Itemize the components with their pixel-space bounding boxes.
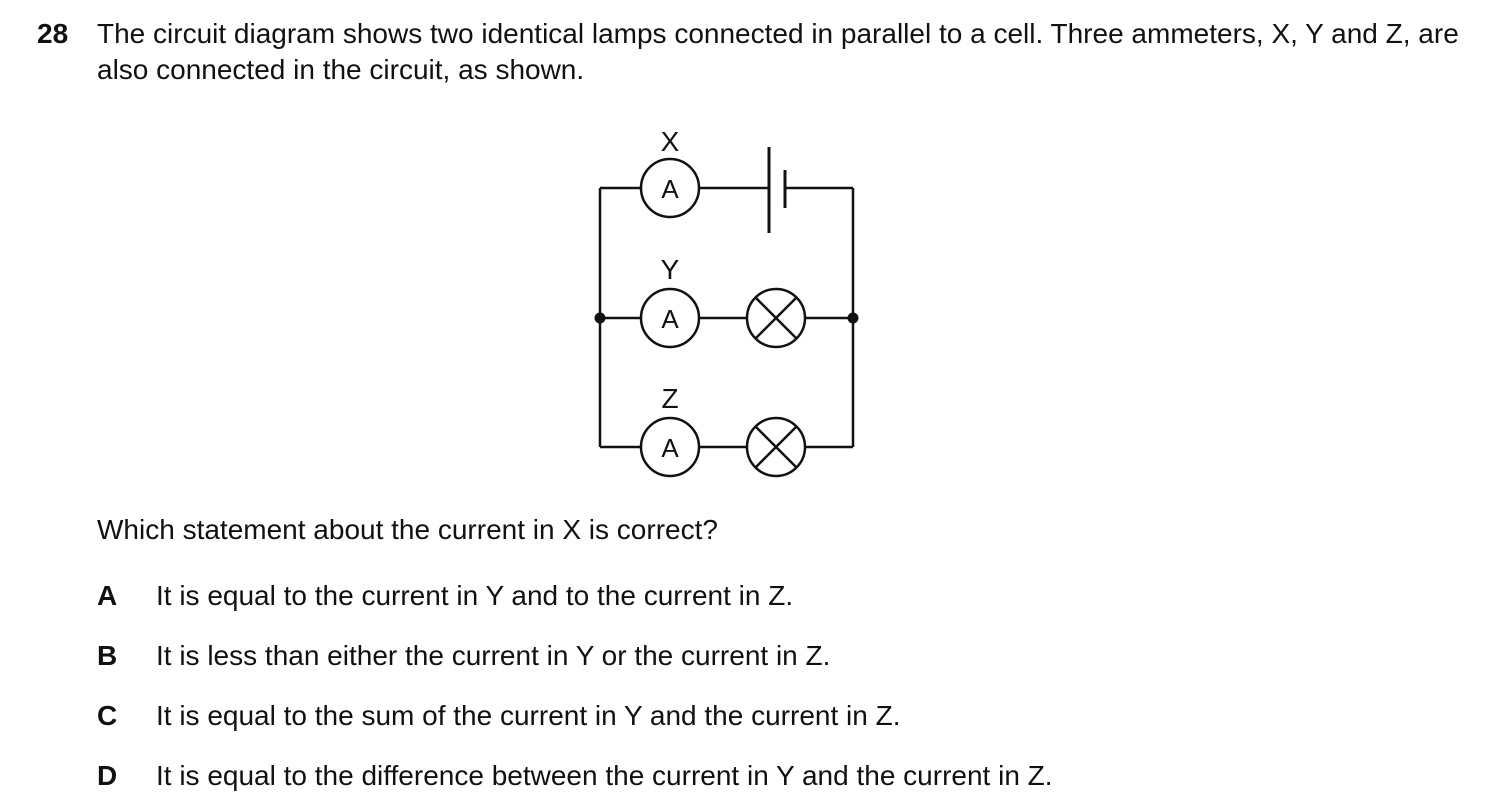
ammeter-y-symbol: A: [661, 304, 679, 334]
option-letter: B: [97, 640, 118, 671]
ammeter-z-label: Z: [661, 383, 678, 414]
lamp-middle: [745, 287, 807, 349]
ammeter-x-label: X: [661, 126, 680, 157]
ammeter-x: A: [639, 157, 701, 219]
ammeter-z-symbol: A: [661, 433, 679, 463]
ammeter-x-symbol: A: [661, 174, 679, 204]
cell-symbol: [767, 147, 787, 233]
question-prompt: Which statement about the current in X i…: [97, 514, 718, 545]
option-text: It is equal to the sum of the current in…: [156, 700, 901, 731]
ammeter-y: A: [639, 287, 701, 349]
lamp-bottom: [745, 416, 807, 478]
question-number: 28: [37, 18, 69, 49]
option-text: It is equal to the current in Y and to t…: [156, 580, 794, 611]
option-text: It is less than either the current in Y …: [156, 640, 831, 671]
ammeter-y-label: Y: [661, 254, 680, 285]
option-letter: D: [97, 760, 118, 791]
junction-left: [594, 312, 606, 324]
junction-right: [847, 312, 859, 324]
ammeter-z: A: [639, 416, 701, 478]
question-stem: The circuit diagram shows two identical …: [97, 18, 1459, 85]
option-letter: A: [97, 580, 118, 611]
option-letter: C: [97, 700, 118, 731]
option-text: It is equal to the difference between th…: [156, 760, 1053, 791]
circuit-diagram: A X A Y A Z: [594, 126, 859, 478]
